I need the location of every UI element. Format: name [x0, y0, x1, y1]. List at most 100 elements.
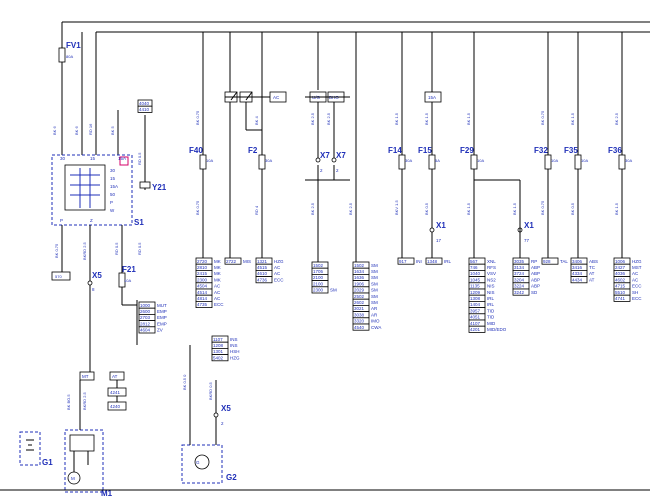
svg-text:RD 0.5: RD 0.5: [114, 242, 119, 255]
wire-code: BK 2.5: [310, 112, 315, 125]
ref-list-label: AT: [589, 277, 595, 282]
svg-text:M: M: [71, 476, 75, 481]
ref-list-box: [425, 257, 443, 265]
ref-list-code: 4107: [470, 321, 481, 326]
ref-list-label: IRL: [487, 296, 495, 301]
component-s1-label: S1: [134, 218, 144, 227]
svg-text:15: 15: [110, 176, 116, 181]
ref-list-label: AC: [214, 290, 221, 295]
ref-list-x7r-label: SM: [371, 281, 378, 286]
ref-list-code: 3416: [572, 265, 583, 270]
ref-list-label: AC: [632, 277, 639, 282]
svg-text:BK 5: BK 5: [110, 126, 115, 135]
svg-text:BK 6: BK 6: [74, 126, 79, 135]
ref-list-label: SH: [632, 290, 638, 295]
ref-list-f21-code: 2600: [140, 309, 151, 314]
ref-list-x7r-code: 1636: [354, 275, 365, 280]
component-s1: S1 30 15 P Z 30 15 15A 50 P W 15A: [51, 154, 144, 227]
ref-list-code: 4036: [615, 271, 626, 276]
fuse-body: [470, 154, 478, 170]
fuse-label: F40: [189, 146, 203, 155]
ref-list-x7r-code: 1634: [354, 269, 365, 274]
ref-list-label: AC: [274, 271, 281, 276]
fuse-fv1: FV1 80A BK 6: [52, 22, 81, 155]
ref-list-code: 1348: [427, 259, 438, 264]
ref-list-g2-label: HZG: [230, 355, 240, 360]
connector-x7-pin: 2: [336, 168, 339, 173]
ref-list-label: MID: [487, 321, 496, 326]
ref-list-x7r-code: 2602: [354, 300, 365, 305]
fuse-label: F2: [248, 146, 258, 155]
wire-code: BK 1.5: [466, 112, 471, 125]
ref-list-x7-box: [311, 286, 329, 294]
fuse-body: [258, 154, 266, 170]
ref-list-label: RFS: [487, 265, 496, 270]
ref-list-label: AC: [214, 296, 221, 301]
ref-list-f21-label: EMP: [157, 321, 167, 326]
svg-text:RD 0.5: RD 0.5: [137, 242, 142, 255]
fuse-f21: F21 10A: [118, 265, 136, 288]
ref-list-label: IRL: [487, 302, 495, 307]
ref-list-code: 2720: [197, 259, 208, 264]
ref-list-x7r-code: 1502: [354, 263, 365, 268]
fuse-body: [199, 154, 207, 170]
ref-list-x7r-label: SM: [371, 294, 378, 299]
svg-text:30: 30: [110, 168, 116, 173]
ref-list-f29r-label: ABP: [531, 277, 540, 282]
ref-list-label: AC: [214, 284, 221, 289]
ref-list-box: [255, 276, 273, 284]
ref-list-x7r-label: SM: [371, 263, 378, 268]
ref-list-code: 1209: [470, 290, 481, 295]
ref-list-code: 2415: [197, 271, 208, 276]
ref-list-f29r-label: ABP: [531, 284, 540, 289]
svg-text:BK 0.5 0: BK 0.5 0: [182, 374, 187, 390]
ref-list-f21-label: EMP: [157, 315, 167, 320]
ref-list-code: 4602: [615, 277, 626, 282]
wire-code: BK 2.5: [614, 112, 619, 125]
ref-list-label: TAL: [560, 259, 568, 264]
ref-list-box: [468, 325, 486, 333]
ref-list-label: NIS: [487, 290, 495, 295]
fuse-body: [618, 154, 626, 170]
svg-text:F21: F21: [122, 265, 136, 274]
ref-list-label: ECC: [632, 296, 642, 301]
ref-list-x7r-label: AR: [371, 306, 378, 311]
ref-list-box: [613, 294, 631, 302]
svg-text:M1: M1: [101, 489, 113, 498]
connector-x1-pin: 77: [524, 238, 530, 243]
wire-code: RD 4: [254, 205, 259, 215]
svg-text:570: 570: [55, 274, 62, 279]
ref-list-x7r-code: 2029: [354, 288, 365, 293]
ref-list-code: 4735: [197, 302, 208, 307]
ref-list-code: 567: [470, 259, 478, 264]
ref-list-g2-code: 1301: [213, 349, 224, 354]
svg-text:MT: MT: [82, 374, 89, 379]
ref-list-x7r-label: SM: [371, 300, 378, 305]
ref-list-g2-box: [211, 354, 229, 362]
svg-text:AT: AT: [112, 374, 118, 379]
ref-list-label: MK: [214, 259, 221, 264]
svg-text:G1: G1: [42, 458, 53, 467]
ref-list-label: ECC: [632, 284, 642, 289]
ref-list-code: 917: [399, 259, 407, 264]
svg-text:BKRD 2.5: BKRD 2.5: [82, 241, 87, 260]
ref-list-x7r-label: SM: [371, 275, 378, 280]
svg-text:BK BO.5: BK BO.5: [66, 394, 71, 410]
fuse-rating: 30A: [625, 158, 632, 163]
svg-text:P: P: [60, 218, 63, 223]
wire-code: BK 1.5: [466, 202, 471, 215]
ref-list-label: MIS: [243, 259, 251, 264]
connector-x7-pin: 2: [320, 168, 323, 173]
ref-list-code: 2427: [615, 265, 626, 270]
ref-list-x7r-code: 3320: [354, 319, 365, 324]
ref-list-code: 2300: [197, 277, 208, 282]
relay-block-top: AC: [224, 32, 287, 103]
ref-list-label: MK: [214, 277, 221, 282]
ref-list-f29r-code: 3134: [514, 265, 525, 270]
relay-block-ug: U/G BHO: [305, 32, 350, 103]
ref-list-y21-box: [137, 105, 153, 113]
ref-list-x7-label: SM: [330, 288, 337, 293]
connector-x5-b: X5 2: [213, 404, 231, 426]
